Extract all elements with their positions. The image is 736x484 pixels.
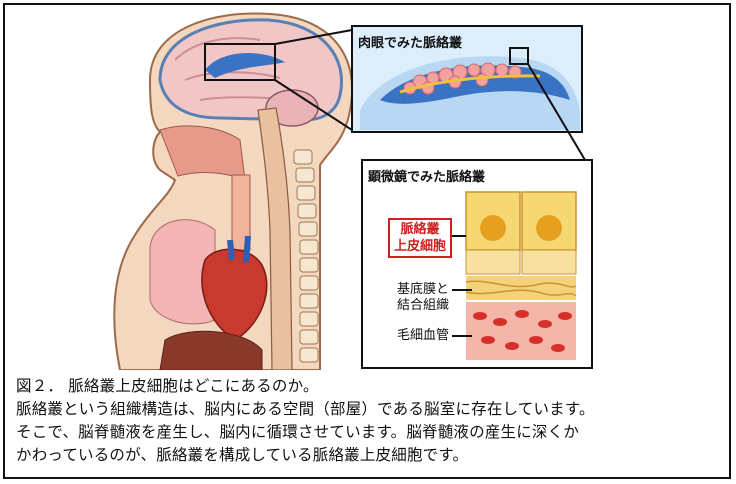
microscope-title: 顕微鏡でみた脈絡叢 bbox=[368, 170, 486, 185]
caption-line-2: 脈絡叢という組織構造は、脳内にある空間（部屋）である脳室に存在しています。 bbox=[16, 400, 595, 418]
basement-label-line2: 結合組織 bbox=[396, 298, 449, 313]
epithelium-label-line2: 上皮細胞 bbox=[394, 239, 447, 254]
brain-zoom-box bbox=[204, 43, 276, 81]
caption-line-4: かわっているのが、脈絡叢を構成している脈絡叢上皮細胞です。 bbox=[16, 446, 469, 464]
human-figure bbox=[113, 12, 354, 370]
anatomy-illustration bbox=[113, 12, 593, 370]
basement-label-line1: 基底膜と bbox=[396, 282, 449, 297]
caption-line-1: 図２． 脈絡叢上皮細胞はどこにあるのか。 bbox=[16, 377, 319, 395]
naked-eye-title: 肉眼でみた脈絡叢 bbox=[358, 36, 463, 51]
caption-line-3: そこで、脳脊髄液を産生し、脳内に循環させています。脳脊髄液の産生に深くか bbox=[16, 423, 580, 441]
micro-zoom-box bbox=[509, 47, 529, 65]
naked-eye-inset bbox=[351, 25, 583, 133]
epithelium-label: 脈絡叢 上皮細胞 bbox=[388, 218, 453, 258]
capillary-label: 毛細血管 bbox=[396, 328, 449, 343]
heart bbox=[201, 248, 268, 341]
microscope-inset bbox=[361, 159, 593, 369]
epithelium-label-line1: 脈絡叢 bbox=[400, 222, 440, 237]
ventricle bbox=[205, 52, 285, 78]
basement-membrane-label: 基底膜と 結合組織 bbox=[392, 282, 454, 314]
spinal-cord bbox=[257, 107, 293, 370]
